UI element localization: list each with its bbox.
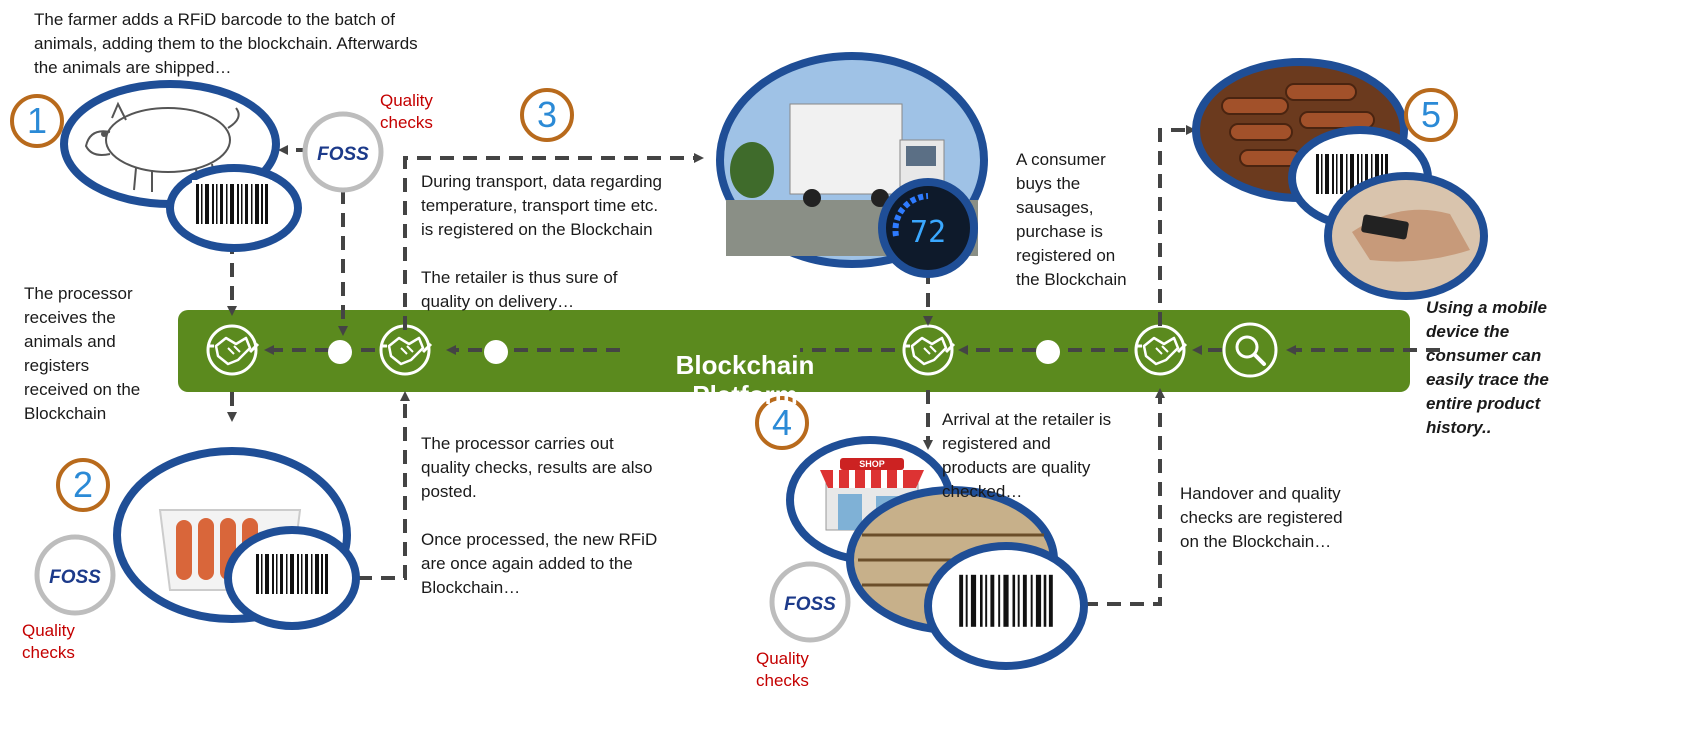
shop-sign-text: SHOP [859, 459, 885, 469]
step-badge-2: 2 [56, 458, 110, 512]
foss-logo-text: FOSS [317, 144, 369, 165]
consumer-buys-text: A consumer buys the sausages, purchase i… [1016, 150, 1127, 289]
foss-logo [34, 534, 116, 616]
node-dot [1036, 340, 1060, 364]
step-badge-3: 3 [520, 88, 574, 142]
pig-illustration [84, 101, 240, 192]
node-dot [484, 340, 508, 364]
foss-logo [769, 561, 851, 643]
search-icon [1222, 322, 1278, 378]
arrival-text: Arrival at the retailer is registered an… [942, 410, 1112, 501]
gauge [892, 193, 929, 237]
sausages-photo [1221, 83, 1375, 167]
processor-receives-text: The processor receives the animals and r… [24, 284, 141, 423]
foss-logo [302, 111, 384, 193]
handover-text: Handover and quality checks are register… [1180, 484, 1343, 551]
mobile-trace-text: Using a mobile device the consumer can e… [1426, 298, 1549, 437]
step-badge-4: 4 [755, 396, 809, 450]
farmer-text: The farmer adds a RFiD barcode to the ba… [34, 10, 418, 77]
step-badge-1: 1 [10, 94, 64, 148]
quality-checks-label: Quality checks [756, 649, 809, 690]
smartphone-photo [1352, 209, 1470, 262]
step-badge-5: 5 [1404, 88, 1458, 142]
quality-checks-label: Quality checks [380, 91, 433, 132]
gauge-reading: 72 [910, 215, 946, 250]
processor-checks-text: The processor carries out quality checks… [421, 434, 658, 597]
node-dot [328, 340, 352, 364]
foss-logo-text: FOSS [784, 594, 836, 615]
platform-label: Blockchain Platform [675, 350, 815, 410]
foss-logo-text: FOSS [49, 567, 101, 588]
blockchain-platform-bar [178, 310, 1410, 392]
quality-checks-label: Quality checks [22, 621, 75, 662]
transport-text: During transport, data regarding tempera… [421, 172, 662, 311]
